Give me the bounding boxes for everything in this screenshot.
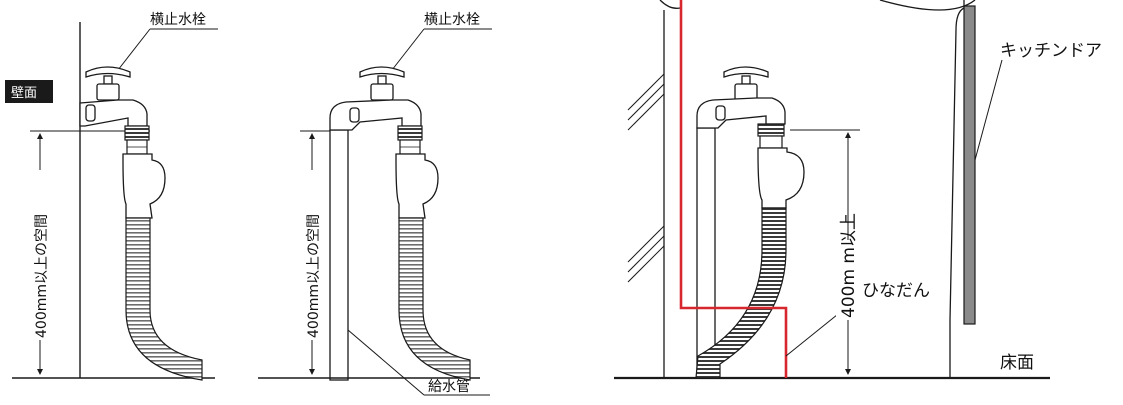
cabinet-right-wall [949,0,965,378]
panel-wall-faucet: 壁面 400mm以上の空間 横止水栓 [5,12,218,381]
sink-bowl [659,0,976,11]
supply-pipe-leader [347,329,425,396]
kitchen-door-label: キッチンドア [1000,41,1102,61]
door-leader [974,59,1003,161]
faucet-leader [117,28,151,71]
drain-hose [125,217,203,381]
shelf-label: ひなだん [862,281,930,301]
cabinet-supply-pipe [696,127,716,379]
wall-label-box [5,80,53,103]
faucet-label: 横止水栓 [150,12,206,28]
supply-pipe [329,129,349,381]
faucet [79,66,148,127]
hose-coupling [124,125,150,155]
adapter-body [122,153,166,219]
drain-hose-2 [398,217,471,381]
kitchen-door [963,5,976,325]
adapter-body-3 [757,147,805,209]
hose-coupling-3 [757,123,785,149]
drain-hose-3 [695,207,787,379]
dimension-label: 400mm以上の空間 [34,214,50,338]
floor-label: 床面 [1000,353,1034,373]
supply-pipe-label: 給水管 [428,379,470,395]
dimension-label-3: 400m m以上 [839,213,859,318]
faucet-label-2: 横止水栓 [424,12,480,28]
panel-pipe-faucet: 400mm以上の空間 横止水栓 給水管 [258,12,492,396]
faucet-leader-2 [391,28,425,71]
dimension-label-2: 400mm以上の空間 [306,214,322,338]
panel-cabinet: キッチンドア 床面 ひなだん 400m m以上 [614,0,1102,380]
wall-hatching [627,73,665,283]
hose-coupling-2 [397,125,423,155]
faucet-3 [696,66,786,129]
faucet-2 [329,66,422,131]
wall-label: 壁面 [11,86,37,101]
adapter-body-2 [395,153,439,219]
shelf-outline [679,0,788,378]
